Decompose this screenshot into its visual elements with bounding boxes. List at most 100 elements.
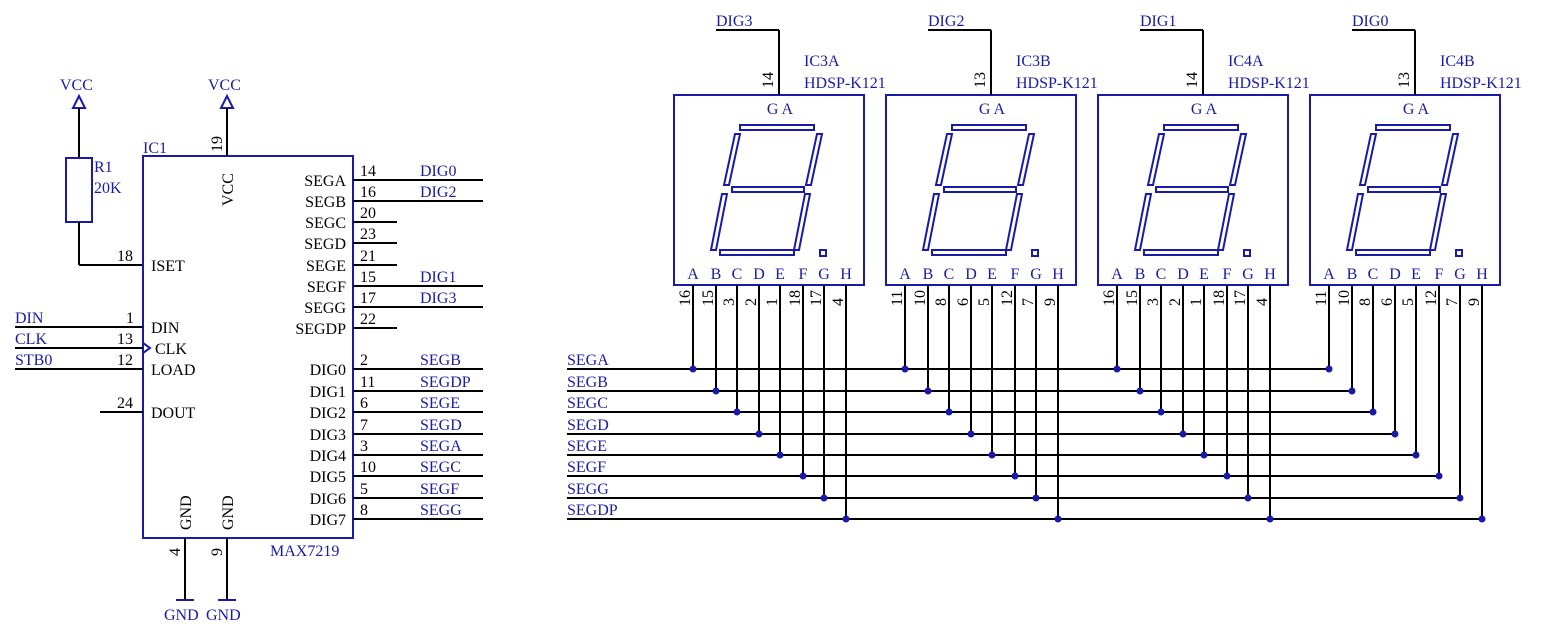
pin-name: DOUT <box>151 405 196 422</box>
net-label: SEGA <box>420 438 462 455</box>
pin-name: LOAD <box>151 362 195 379</box>
pin-number: 9 <box>1042 298 1059 306</box>
decimal-point <box>1455 249 1463 257</box>
net-label: SEGC <box>420 459 461 476</box>
pin-name: CLK <box>155 341 187 358</box>
segment-bar <box>943 186 1017 193</box>
junction-dot <box>712 387 720 395</box>
display-body <box>1097 94 1289 286</box>
pin-name: DIG2 <box>310 405 346 422</box>
top-letters: G A <box>1191 101 1218 118</box>
digit-net-label: DIG2 <box>928 13 964 30</box>
pin-name: SEGG <box>304 300 346 317</box>
segment-bar <box>1146 133 1166 186</box>
segment-bar <box>722 133 742 186</box>
junction-dot <box>1244 494 1252 502</box>
junction-dot <box>689 365 697 373</box>
pin-name: SEGA <box>304 173 346 190</box>
segment-bar <box>739 124 815 131</box>
pin-number: 17 <box>360 290 376 307</box>
pin-number: 19 <box>209 136 226 152</box>
junction-dot <box>1266 515 1274 523</box>
net-label: STB0 <box>15 352 52 369</box>
pin-number: 7 <box>1020 298 1037 306</box>
junction-dot <box>1179 430 1187 438</box>
segment-letter: G <box>1030 266 1042 283</box>
segment-bar <box>1143 249 1219 256</box>
segment-bar <box>1004 193 1024 251</box>
display-body <box>1309 94 1501 286</box>
bus-label: SEGG <box>567 481 609 498</box>
ic1-left-pins: 18 ISET DIN 1 DIN CLK 13 CLK STB0 12 LOA… <box>15 248 196 422</box>
pin-name: SEGF <box>307 279 346 296</box>
pin-name: SEGDP <box>295 321 346 338</box>
junction-dot <box>924 387 932 395</box>
pin-number: 20 <box>360 205 376 222</box>
bus-label: SEGF <box>567 459 606 476</box>
decimal-point <box>1031 249 1039 257</box>
pin-number: 10 <box>912 290 929 306</box>
junction-dot <box>1011 472 1019 480</box>
segment-letter: D <box>753 266 765 283</box>
segment-letter: C <box>1156 266 1167 283</box>
segment-bar <box>1440 133 1460 186</box>
net-label: DIG3 <box>420 290 456 307</box>
pin-number: 7 <box>1444 298 1461 306</box>
junction-dot <box>967 430 975 438</box>
pin-number: 14 <box>360 163 376 180</box>
resistor-body <box>65 157 93 223</box>
pin-number: 9 <box>1466 298 1483 306</box>
net-label: DIG0 <box>420 163 456 180</box>
pin-name: DIG7 <box>310 512 346 529</box>
pin-name: DIG0 <box>310 362 346 379</box>
net-label: SEGDP <box>420 374 471 391</box>
segment-bar <box>1375 124 1451 131</box>
junction-dot <box>901 365 909 373</box>
pin-number: 2 <box>360 352 368 369</box>
segment-letter: A <box>899 266 911 283</box>
pin-number: 10 <box>360 459 376 476</box>
pin-number: 11 <box>1313 291 1330 306</box>
junction-dot <box>1200 451 1208 459</box>
segment-bar <box>931 249 1007 256</box>
seven-segment-digit <box>1133 124 1251 257</box>
vcc-symbol-r1: VCC <box>60 77 93 158</box>
net-label: CLK <box>15 331 47 348</box>
pin-number: 8 <box>933 298 950 306</box>
pin-number: 6 <box>360 395 368 412</box>
segment-bar <box>1358 133 1378 186</box>
junction-dot <box>755 430 763 438</box>
segment-letter: E <box>775 266 785 283</box>
junction-dot <box>1054 515 1062 523</box>
pin-name: GND <box>178 495 195 530</box>
pin-name: SEGD <box>304 236 346 253</box>
junction-dot <box>1223 472 1231 480</box>
gnd-label: GND <box>206 607 241 624</box>
junction-dot <box>1435 472 1443 480</box>
vcc-label: VCC <box>60 77 93 94</box>
junction-dot <box>1391 430 1399 438</box>
pin-name: DIG6 <box>310 491 346 508</box>
display-part: HDSP-K121 <box>1228 75 1310 92</box>
pin-number: 8 <box>1357 298 1374 306</box>
segment-letter: H <box>1264 266 1276 283</box>
ic1-right-pins: 14SEGADIG016SEGBDIG220SEGC23SEGD21SEGE15… <box>295 163 483 529</box>
segment-letter: D <box>965 266 977 283</box>
junction-dot <box>1032 494 1040 502</box>
pin-number: 17 <box>1232 290 1249 306</box>
pin-number: 3 <box>360 438 368 455</box>
pin-number: 4 <box>830 298 847 306</box>
segment-bar <box>934 133 954 186</box>
pin-name: ISET <box>151 258 185 275</box>
net-label: SEGF <box>420 481 459 498</box>
junction-dot <box>1348 387 1356 395</box>
digit-net-label: DIG3 <box>716 13 752 30</box>
pin-number: 22 <box>360 311 376 328</box>
display-part: HDSP-K121 <box>1016 75 1098 92</box>
pin-number: 11 <box>889 291 906 306</box>
